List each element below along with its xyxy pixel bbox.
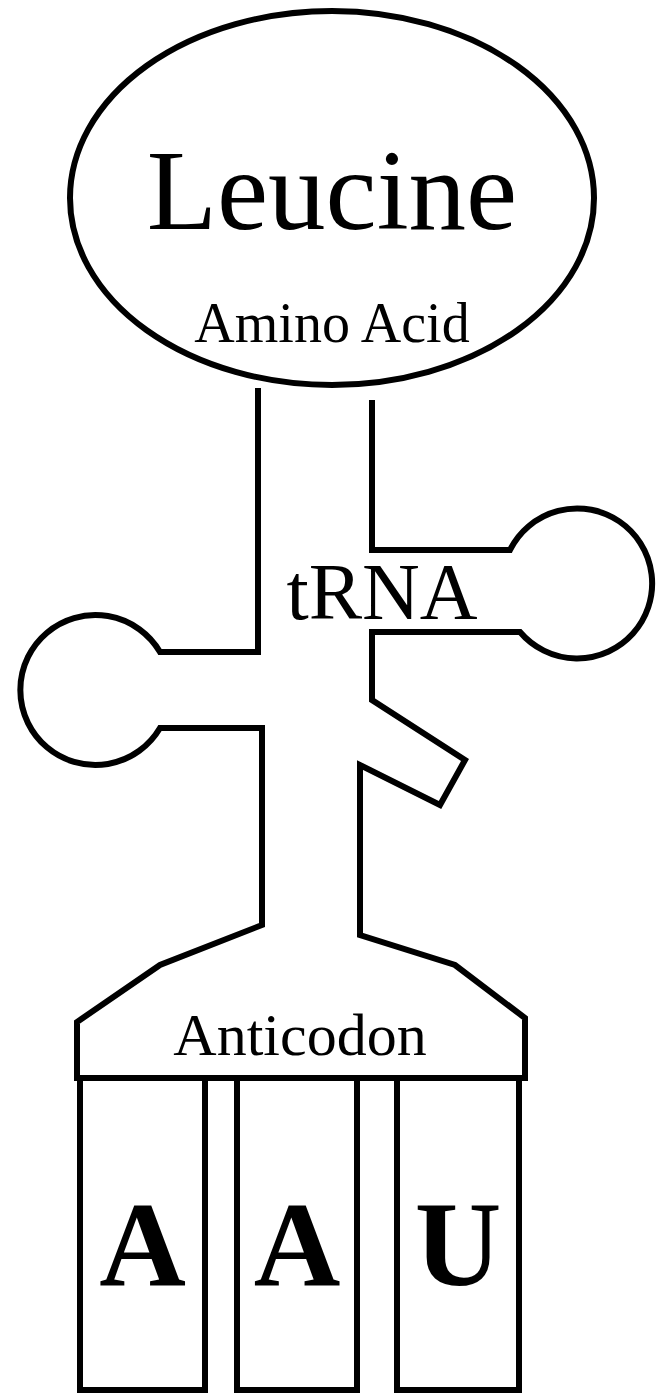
base-box: A	[77, 1075, 208, 1393]
trna-path	[20, 388, 652, 1078]
amino-acid-ellipse: LeucineAmino Acid	[67, 8, 597, 388]
trna-label: tRNA	[286, 552, 477, 632]
trna-outline: tRNA Anticodon	[0, 385, 671, 1081]
anticodon-label: Anticodon	[173, 1005, 426, 1065]
base-box: A	[234, 1075, 360, 1393]
base-letter: A	[99, 1185, 186, 1305]
base-box: U	[394, 1075, 522, 1393]
trna-shape	[0, 385, 671, 1081]
amino-acid-label: Amino Acid	[194, 295, 469, 351]
amino-acid-name: Leucine	[147, 133, 517, 248]
base-letter: U	[415, 1185, 502, 1305]
ellipse-shape	[70, 11, 594, 385]
base-letter: A	[254, 1185, 341, 1305]
